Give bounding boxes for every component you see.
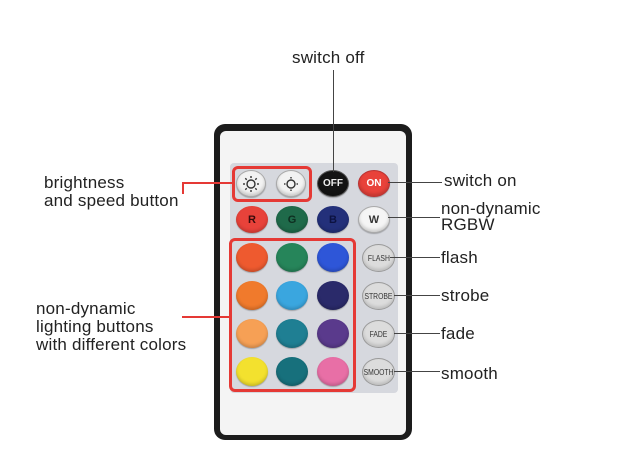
green-button[interactable]: G [276,206,308,233]
flash-leader [390,257,440,258]
red-button-label: R [248,213,256,226]
strobe-button-label: STROBE [364,291,393,301]
rgbw-leader [388,217,440,218]
flash-button[interactable]: FLASH [362,244,395,272]
off-button[interactable]: OFF [317,170,349,197]
label-strobe: strobe [441,286,490,305]
fade-button[interactable]: FADE [362,320,395,348]
off-button-label: OFF [323,178,343,189]
green-button-label: G [287,213,297,226]
brightness-leader-h [182,182,234,184]
label-switch-on: switch on [444,171,517,190]
label-rgbw: non-dynamic RGBW [441,199,541,234]
blue-button[interactable]: B [317,206,349,233]
fade-button-label: FADE [369,329,388,339]
red-button[interactable]: R [236,206,268,233]
smooth-leader [394,371,440,372]
switch-off-leader [333,70,334,172]
on-button-label: ON [366,178,382,189]
color-button[interactable] [317,281,349,310]
white-button-label: W [368,213,380,226]
color-button[interactable] [236,243,268,272]
color-button[interactable] [236,319,268,348]
lighting-leader [182,316,230,318]
switch-on-leader [388,182,442,183]
brightness-highlight-box [232,166,312,202]
label-lighting-buttons: non-dynamic lighting buttons with differ… [36,299,187,354]
color-button[interactable] [317,357,349,386]
blue-button-label: B [329,213,337,226]
color-button[interactable] [276,243,308,272]
brightness-up-button[interactable] [236,170,266,197]
color-button[interactable] [276,281,308,310]
brightness-leader-v [182,182,184,194]
on-button[interactable]: ON [358,170,390,197]
color-button[interactable] [236,357,268,386]
color-button[interactable] [317,243,349,272]
label-flash: flash [441,248,478,267]
strobe-button[interactable]: STROBE [362,282,395,310]
strobe-leader [394,295,440,296]
fade-leader [394,333,440,334]
color-grid-highlight-box [229,238,356,392]
smooth-button-label: SMOOTH [363,367,394,377]
smooth-button[interactable]: SMOOTH [362,358,395,386]
label-switch-off: switch off [292,48,365,67]
label-brightness: brightness and speed button [44,173,179,210]
label-fade: fade [441,324,475,343]
brightness-up-icon [243,175,259,192]
white-button[interactable]: W [358,206,390,233]
color-button[interactable] [236,281,268,310]
color-button[interactable] [317,319,349,348]
color-button[interactable] [276,357,308,386]
label-smooth: smooth [441,364,498,383]
brightness-down-icon [284,176,298,191]
brightness-down-button[interactable] [276,170,306,197]
flash-button-label: FLASH [367,253,390,263]
color-button[interactable] [276,319,308,348]
